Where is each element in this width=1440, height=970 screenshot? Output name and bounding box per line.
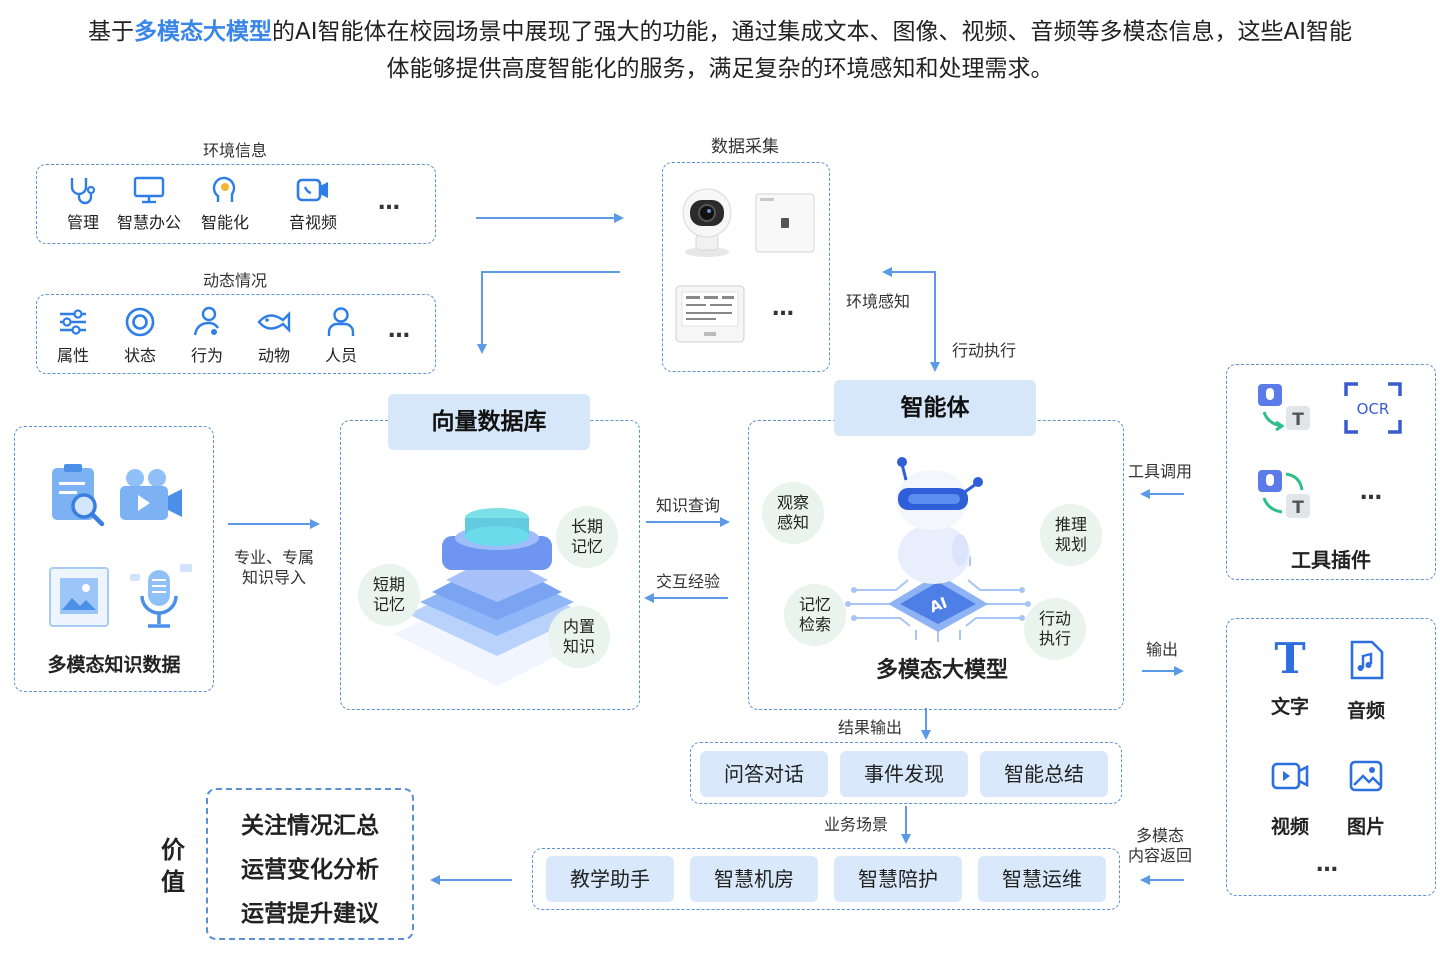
bubble-reason: 推理 规划: [1040, 504, 1102, 566]
bubble-observe: 观察 感知: [762, 482, 824, 544]
env-info-more: …: [378, 190, 401, 215]
env-info-title: 环境信息: [202, 141, 267, 160]
value-item-suggestion: 运营提升建议: [241, 901, 379, 927]
tools-panel: [1226, 364, 1436, 580]
result-qa-dialog: 问答对话: [700, 751, 828, 797]
person-icon: [327, 307, 355, 336]
label-multimodal-return: 多模态 内容返回: [1128, 826, 1193, 865]
label-interaction-exp: 交互经验: [656, 572, 721, 591]
tools-title: 工具插件: [1291, 548, 1371, 572]
bubble-builtin-knowledge: 内置 知识: [548, 606, 610, 668]
head-brain-icon: [212, 176, 236, 202]
env-item-management: 管理: [48, 175, 118, 233]
picture-icon: [1349, 760, 1383, 792]
multimodal-kb-panel: [14, 426, 214, 692]
label-result-output: 结果输出: [838, 718, 903, 737]
value-title: 价 值: [161, 836, 185, 896]
dynamic-item-person: 人员: [306, 306, 376, 366]
intro-line-1: 基于多模态大模型的AI智能体在校园场景中展现了强大的功能，通过集成文本、图像、视…: [87, 19, 1353, 45]
stethoscope-icon: [70, 178, 96, 205]
dynamic-item-animal: 动物: [239, 306, 309, 366]
ocr-icon: OCR: [1344, 382, 1402, 434]
bubble-action: 行动 执行: [1024, 598, 1086, 660]
agent-title: 智能体: [834, 380, 1036, 436]
intro-highlight: 多模态大模型: [133, 19, 272, 45]
text-icon: T: [1274, 634, 1306, 683]
data-collect-more: …: [772, 296, 795, 321]
bubble-memory: 记忆 检索: [784, 584, 846, 646]
result-smart-summary: 智能总结: [980, 751, 1108, 797]
dynamic-more: …: [388, 318, 411, 343]
output-text: T 文字: [1254, 636, 1326, 719]
dynamic-item-behavior: 行为: [172, 306, 242, 366]
data-collect-panel: [662, 162, 830, 372]
result-event-discovery: 事件发现: [840, 751, 968, 797]
camera-icon: [682, 188, 732, 257]
environment-monitor-icon: [675, 285, 745, 343]
scene-smart-care: 智慧陪护: [834, 856, 962, 902]
label-output: 输出: [1146, 640, 1179, 659]
database-stack-icon: [394, 508, 600, 686]
bubble-short-term-memory: 短期 记忆: [358, 564, 420, 626]
svg-text:OCR: OCR: [1357, 400, 1390, 418]
scene-smart-server-room: 智慧机房: [690, 856, 818, 902]
target-icon: [125, 307, 155, 337]
robot-chip-icon: AI: [845, 457, 1031, 642]
output-video: 视频: [1254, 758, 1326, 839]
data-collect-title: 数据采集: [711, 137, 779, 157]
label-env-perception: 环境感知: [846, 292, 911, 311]
microphone-icon: [130, 564, 192, 628]
dynamic-item-attribute: 属性: [38, 306, 108, 366]
value-panel: [206, 788, 414, 940]
env-item-intelligent: 智能化: [190, 175, 260, 233]
label-tool-call: 工具调用: [1128, 462, 1193, 481]
clipboard-search-icon: [52, 464, 105, 527]
scene-smart-ops: 智慧运维: [978, 856, 1106, 902]
env-item-av: 音视频: [278, 175, 348, 233]
env-info-panel: [36, 164, 436, 244]
dynamic-item-status: 状态: [105, 306, 175, 366]
outputs-more: …: [1316, 852, 1339, 877]
fish-icon: [257, 311, 291, 333]
music-file-icon: [1350, 640, 1384, 680]
image-icon: [49, 567, 109, 627]
scene-teaching-assistant: 教学助手: [546, 856, 674, 902]
value-item-analysis: 运营变化分析: [241, 857, 379, 883]
speech-to-text-icon: T: [1258, 384, 1310, 432]
dynamic-panel: [36, 294, 436, 374]
bubble-long-term-memory: 长期 记忆: [556, 506, 618, 568]
value-item-summary: 关注情况汇总: [241, 813, 379, 839]
output-image: 图片: [1330, 758, 1402, 839]
multimodal-kb-title: 多模态知识数据: [47, 654, 181, 676]
agent-model-label: 多模态大模型: [875, 658, 1008, 683]
sliders-icon: [60, 309, 86, 335]
label-knowledge-import: 专业、专属 知识导入: [233, 548, 314, 587]
arrow-collect-to-vector: [477, 271, 620, 354]
svg-text:T: T: [1292, 410, 1304, 430]
video-play-icon: [1271, 762, 1309, 790]
video-camera-icon: [120, 469, 182, 520]
svg-text:T: T: [1292, 498, 1304, 518]
scenes-panel: [532, 848, 1120, 910]
results-panel: [690, 742, 1122, 804]
label-action-exec: 行动执行: [952, 341, 1017, 360]
vector-db-title: 向量数据库: [388, 394, 590, 450]
chip-ai-text: AI: [927, 594, 949, 617]
dynamic-title: 动态情况: [202, 271, 267, 290]
output-audio: 音频: [1330, 640, 1402, 723]
monitor-icon: [133, 176, 165, 204]
tools-more: …: [1360, 480, 1383, 505]
env-item-office: 智慧办公: [114, 175, 184, 233]
text-to-speech-icon: T: [1258, 470, 1310, 518]
intro-line-2: 体能够提供高度智能化的服务，满足复杂的环境感知和处理需求。: [386, 56, 1054, 82]
intro-text: 基于多模态大模型的AI智能体在校园场景中展现了强大的功能，通过集成文本、图像、视…: [0, 14, 1440, 88]
arrow-agent-to-collect: [882, 267, 936, 368]
label-knowledge-query: 知识查询: [656, 496, 721, 515]
video-call-icon: [296, 178, 328, 202]
outputs-panel: [1226, 618, 1436, 896]
label-business-scene: 业务场景: [824, 815, 889, 834]
person-action-icon: [193, 306, 220, 336]
sensor-panel-icon: [755, 193, 815, 253]
